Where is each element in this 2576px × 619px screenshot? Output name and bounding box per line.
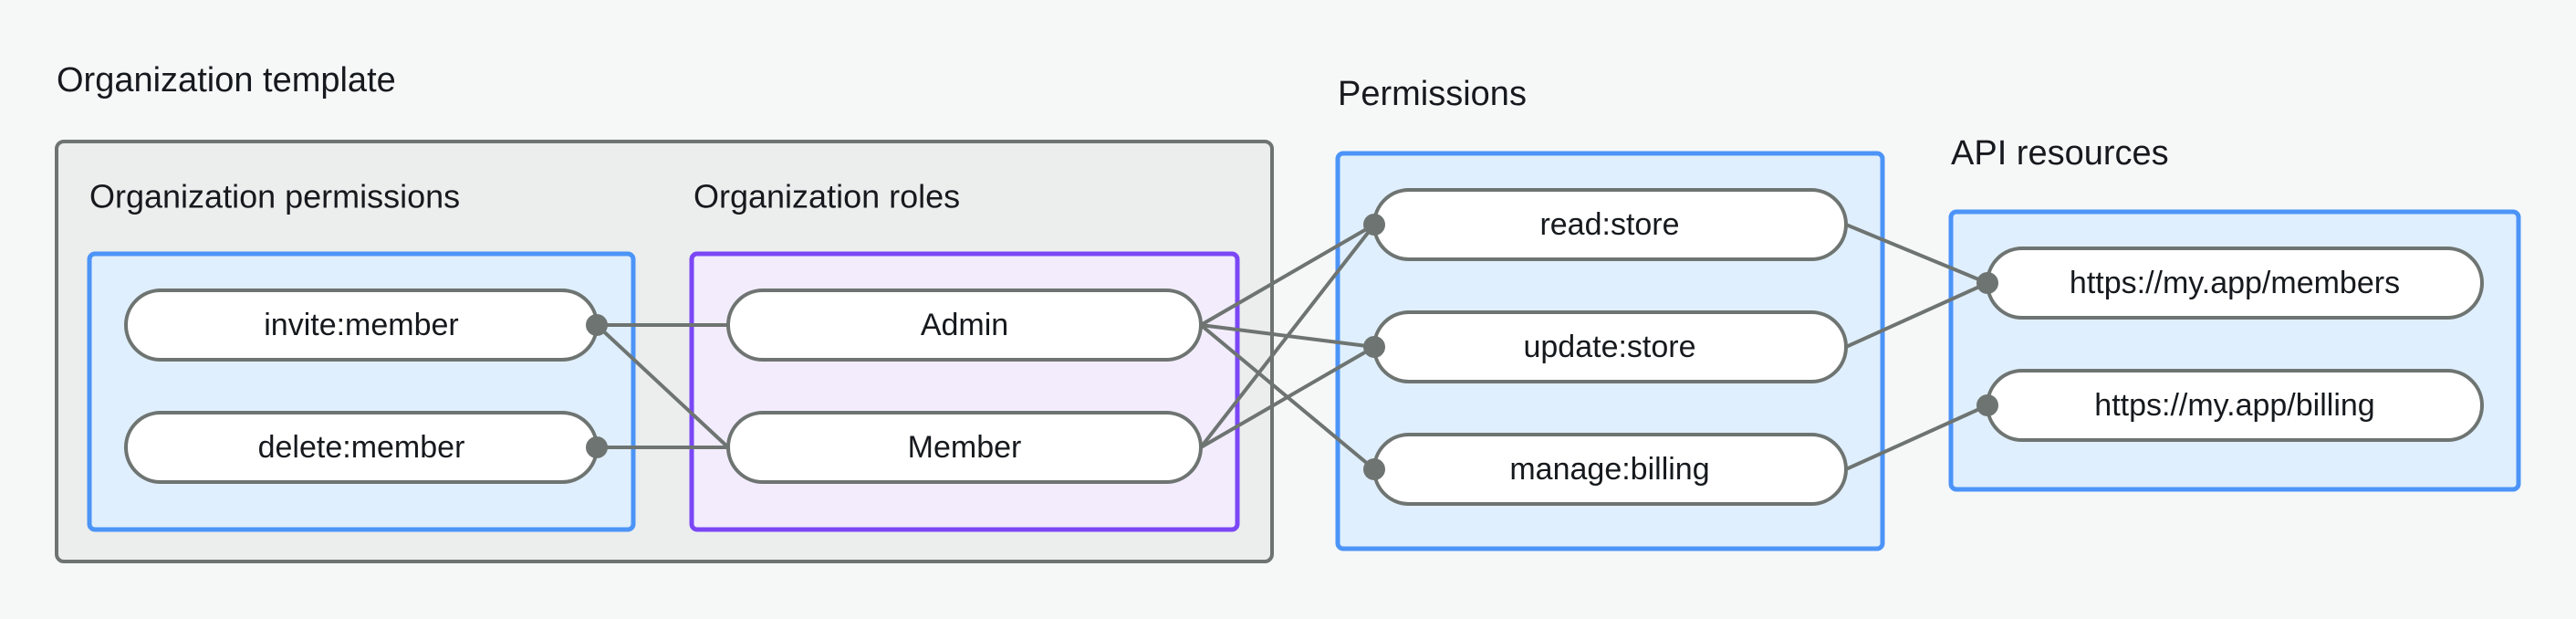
node-label-members-url: https://my.app/members [2070, 266, 2400, 300]
port-members-url-left [1976, 272, 1998, 294]
node-label-read-store: read:store [1539, 207, 1679, 242]
edge-member-to-update-store [1199, 345, 1376, 449]
node-label-update-store: update:store [1523, 330, 1695, 364]
port-group [586, 214, 1998, 480]
edge-admin-to-read-store [1199, 223, 1376, 327]
port-manage-billing-left [1363, 458, 1385, 480]
port-billing-url-left [1976, 394, 1998, 416]
port-update-store-left [1363, 336, 1385, 358]
node-label-manage-billing: manage:billing [1509, 452, 1709, 487]
node-label-billing-url: https://my.app/billing [2094, 388, 2374, 423]
subgroup-title-organization-roles: Organization roles [694, 178, 960, 215]
edge-member-to-read-store [1199, 223, 1376, 449]
edge-read-store-to-members-url [1845, 223, 1988, 285]
subgroup-title-organization-permissions: Organization permissions [89, 178, 460, 215]
edge-update-store-to-members-url [1845, 281, 1988, 349]
edge-invite-member-to-member [595, 323, 730, 449]
node-label-member: Member [908, 430, 1022, 465]
node-label-delete-member: delete:member [258, 430, 465, 465]
group-title-api-resources: API resources [1951, 134, 2169, 173]
port-invite-member-right [586, 314, 608, 336]
edge-group [595, 223, 1988, 471]
node-label-admin: Admin [921, 308, 1008, 342]
node-label-invite-member: invite:member [264, 308, 459, 342]
group-title-permissions: Permissions [1338, 75, 1527, 113]
port-delete-member-right [586, 436, 608, 458]
edge-manage-billing-to-billing-url [1845, 404, 1988, 471]
port-read-store-left [1363, 214, 1385, 236]
group-title-organization-template: Organization template [57, 61, 396, 100]
